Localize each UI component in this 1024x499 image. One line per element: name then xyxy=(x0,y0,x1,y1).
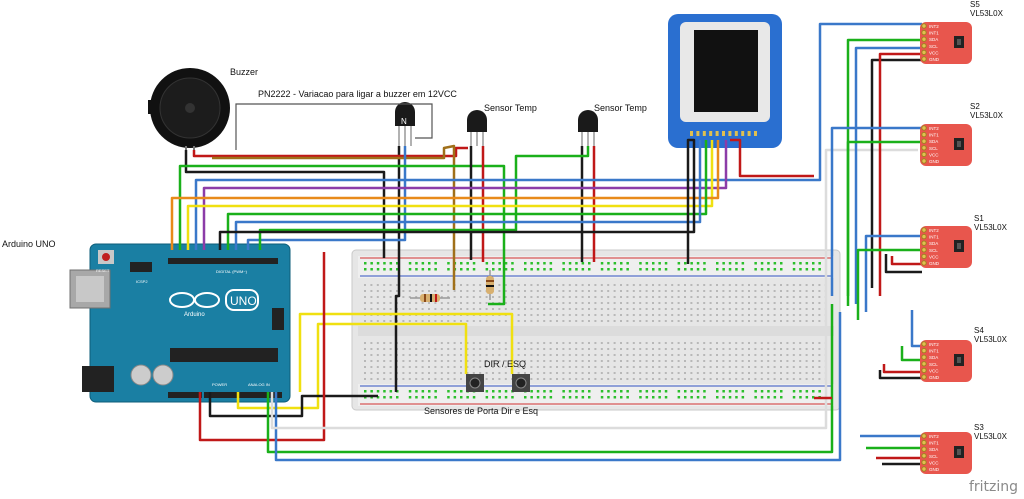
sensor-pin-label: VCC xyxy=(929,368,939,373)
door-sensors-label: Sensores de Porta Dir e Esq xyxy=(424,406,539,416)
sensor-pin-label: VCC xyxy=(929,152,939,157)
sensor-pin-label: INT1 xyxy=(929,133,939,138)
sensor-temp-1-label: Sensor Temp xyxy=(484,103,537,113)
sensor-temp-2-label: Sensor Temp xyxy=(594,103,647,113)
atmega-chip xyxy=(170,348,278,362)
capacitor-1 xyxy=(130,364,152,386)
transistor-pn2222: N xyxy=(395,102,415,146)
sensor-pin-label: INT1 xyxy=(929,31,939,36)
breadboard xyxy=(351,249,841,411)
sensor-pin-label: INT1 xyxy=(929,441,939,446)
wires xyxy=(170,22,922,466)
sensor-pin-label: INT2 xyxy=(929,228,939,233)
sensor-pin-label: GND xyxy=(929,375,940,380)
power-jack xyxy=(82,366,114,392)
arduino-board: RESET UNO Arduino ICSP2 DIGITAL (PWM~) A… xyxy=(69,243,291,403)
sensor-pin-label: SDA xyxy=(929,241,938,246)
sensor-pin-label: SDA xyxy=(929,447,938,452)
sensor-pin-label: INT2 xyxy=(929,342,939,347)
sensor-pin-label: VCC xyxy=(929,254,939,259)
sensor-pin-label: INT2 xyxy=(929,434,939,439)
sensor-pin-label: SDA xyxy=(929,37,938,42)
reset-label: RESET xyxy=(96,268,110,273)
transistor-note-label: PN2222 - Variacao para ligar a buzzer em… xyxy=(258,89,457,99)
sensor-pin-label: VCC xyxy=(929,50,939,55)
arduino-brand: Arduino xyxy=(184,312,205,318)
icsp2-header xyxy=(130,262,152,272)
buzzer xyxy=(148,68,230,150)
sensor-pin-label: INT2 xyxy=(929,24,939,29)
sensor-pin-label: SDA xyxy=(929,139,938,144)
uno-logo: UNO xyxy=(230,294,257,308)
buttons-label: DIR / ESQ xyxy=(484,359,527,369)
tft-display xyxy=(668,14,782,148)
temp-sensor-1 xyxy=(467,110,487,146)
sensor-pin-label: GND xyxy=(929,57,940,62)
sensor-pin-label: GND xyxy=(929,467,940,472)
sensor-pin-label: INT1 xyxy=(929,349,939,354)
transistor-n-label: N xyxy=(401,117,407,126)
fritzing-watermark: fritzing xyxy=(968,479,1018,495)
resistor-2 xyxy=(486,270,494,300)
buzzer-gray-wire xyxy=(235,103,433,150)
temp-sensor-2 xyxy=(578,110,598,146)
capacitor-2 xyxy=(152,364,174,386)
sensor-pin-label: SCL xyxy=(929,44,938,49)
icsp-header xyxy=(272,308,284,330)
resistor-1 xyxy=(410,294,450,302)
analog-header xyxy=(204,392,282,398)
sensor-pin-label: INT2 xyxy=(929,126,939,131)
digital-label: DIGITAL (PWM~) xyxy=(216,269,248,274)
digital-header xyxy=(168,258,278,264)
analog-label: ANALOG IN xyxy=(248,382,270,387)
sensor-pin-label: SDA xyxy=(929,355,938,360)
power-header xyxy=(168,392,202,398)
sensor-pin-label: GND xyxy=(929,159,940,164)
sensor-pin-label: GND xyxy=(929,261,940,266)
sensor-pin-label: SCL xyxy=(929,362,938,367)
push-button-dir xyxy=(466,374,484,392)
sensor-pin-label: SCL xyxy=(929,248,938,253)
icsp2-label: ICSP2 xyxy=(136,279,148,284)
sensor-pin-label: SCL xyxy=(929,454,938,459)
power-label: POWER xyxy=(212,382,227,387)
push-button-esq xyxy=(512,374,530,392)
arduino-label: Arduino UNO xyxy=(2,239,56,249)
sensor-pin-label: INT1 xyxy=(929,235,939,240)
sensor-pin-label: SCL xyxy=(929,146,938,151)
sensor-pin-label: VCC xyxy=(929,460,939,465)
buzzer-label: Buzzer xyxy=(230,67,259,77)
